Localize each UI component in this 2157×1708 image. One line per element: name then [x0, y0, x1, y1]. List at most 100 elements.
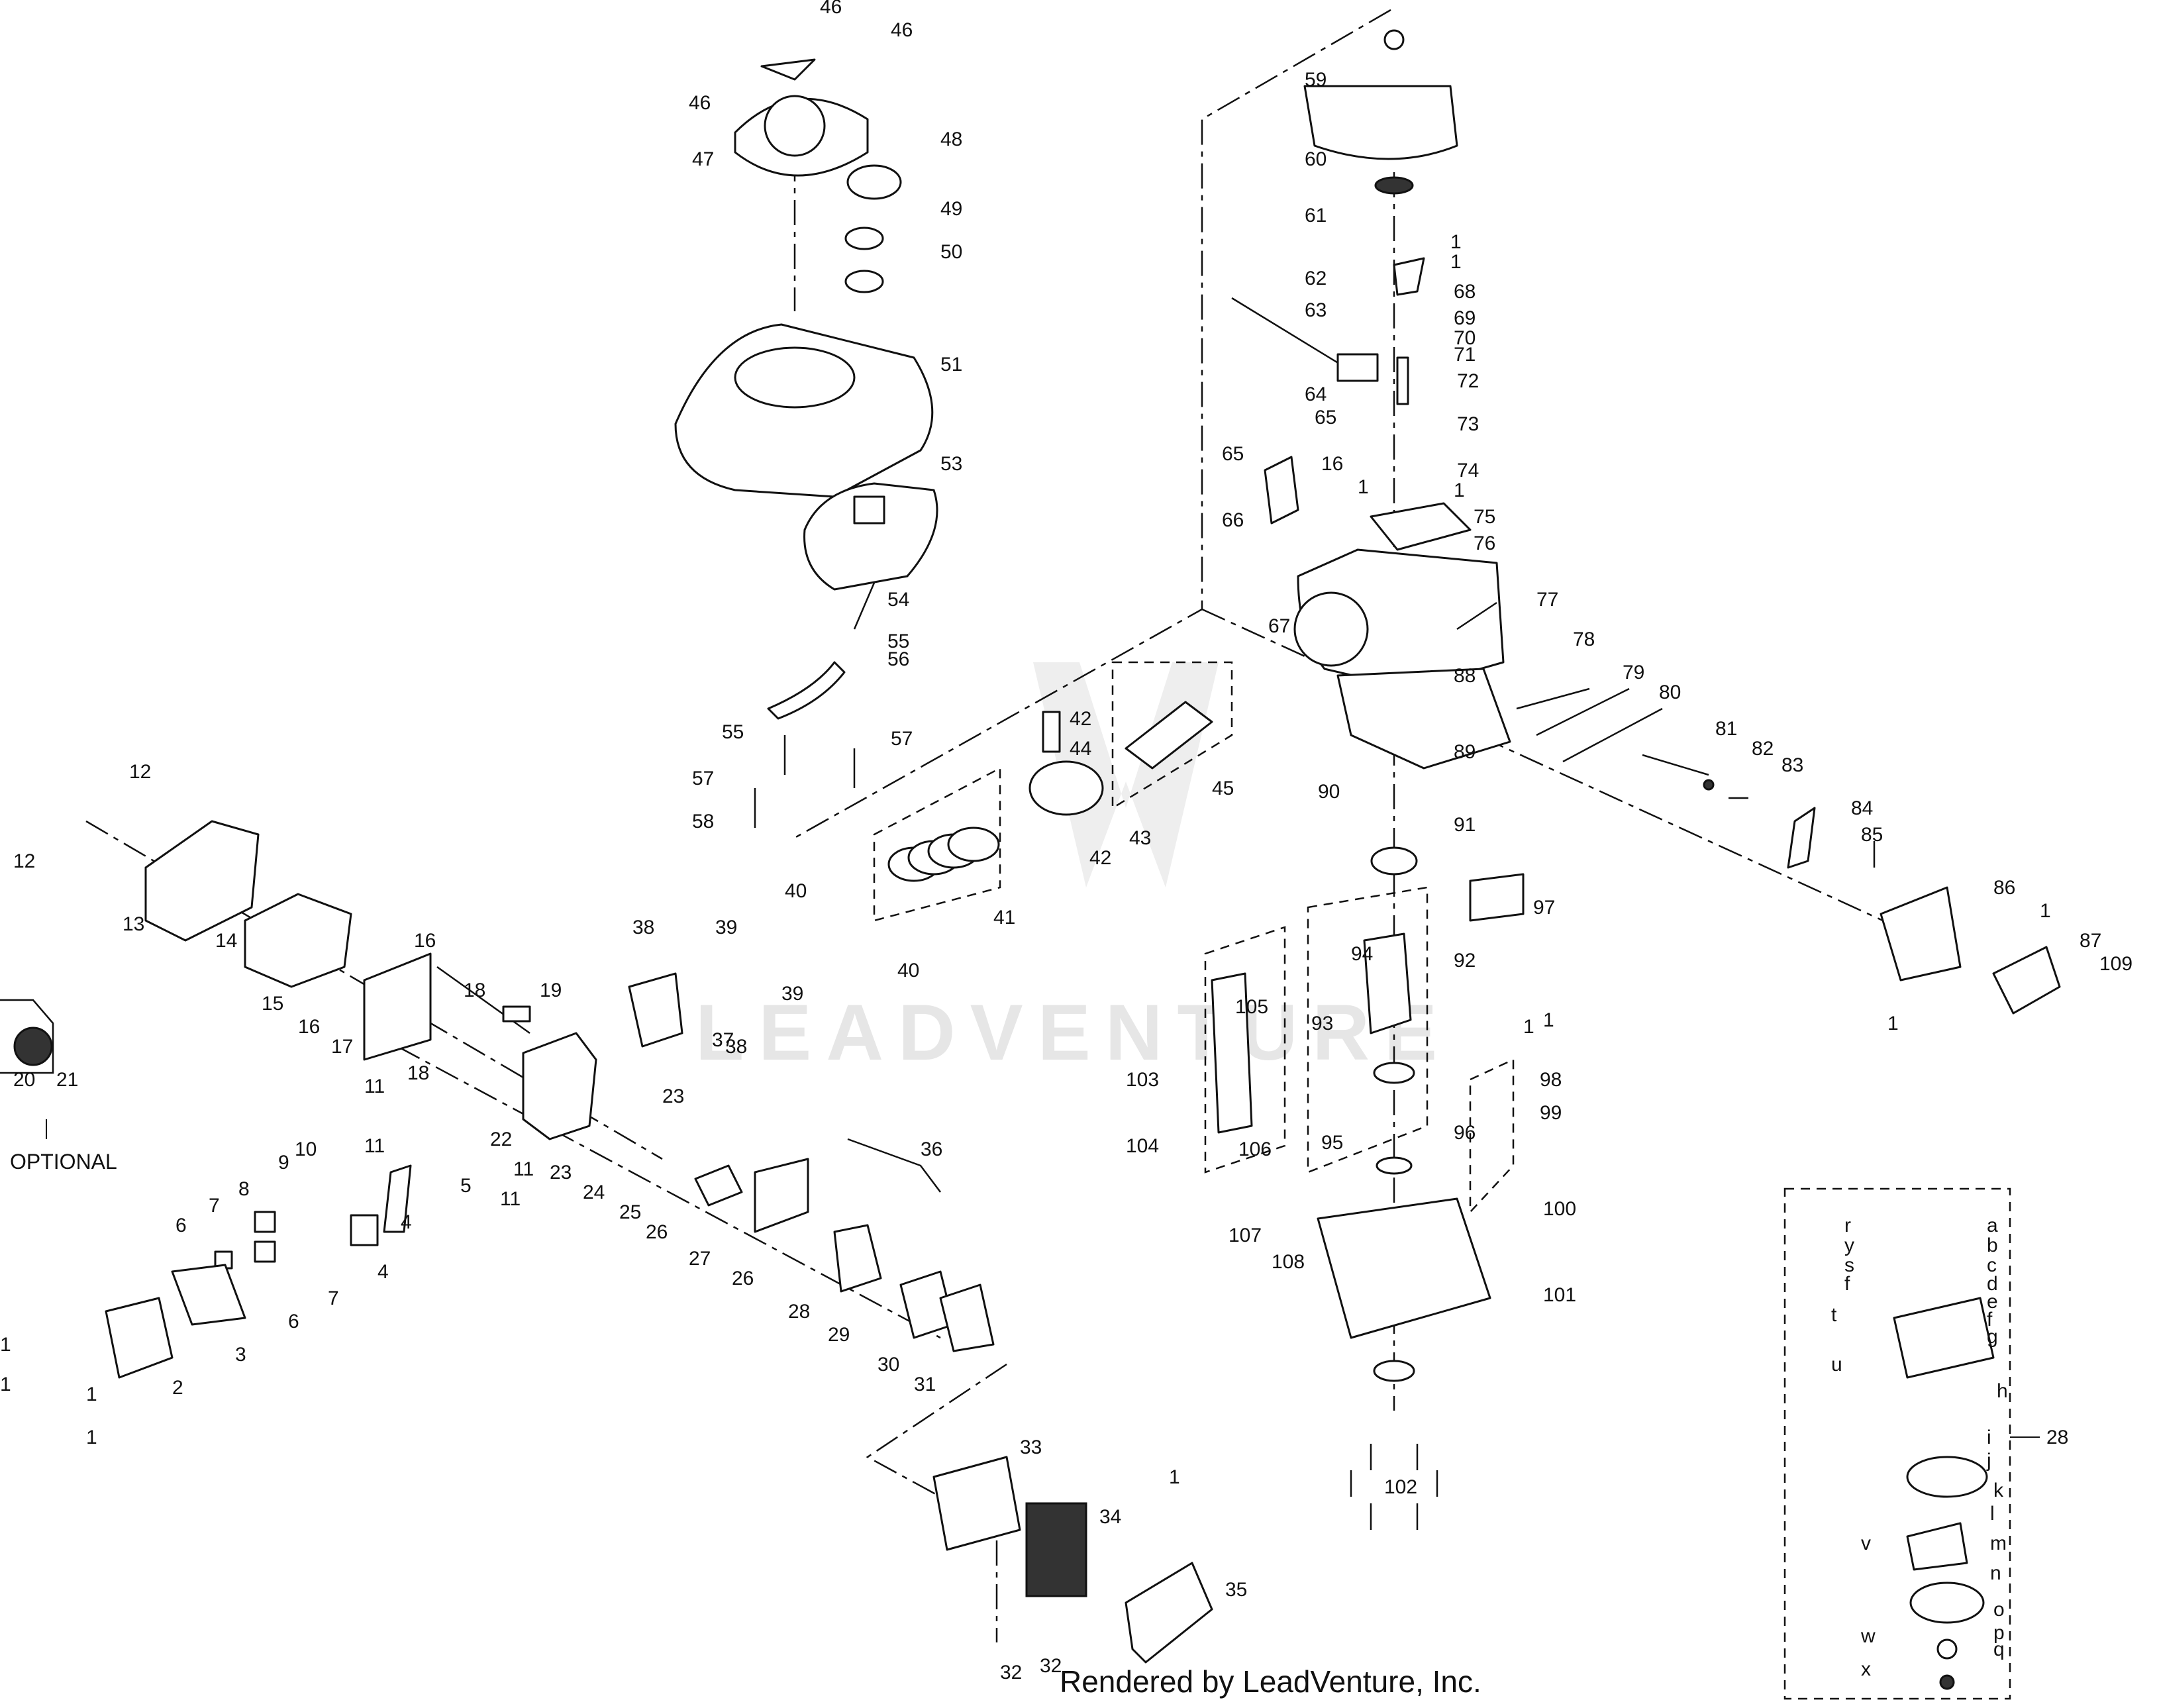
callout-80: 80: [1659, 681, 1681, 703]
callout-23b: 23: [550, 1162, 572, 1183]
throttle-link-80: [1562, 707, 1663, 763]
carburetor-detail-box: [1783, 1187, 2011, 1700]
callout-72: 72: [1457, 370, 1479, 392]
callout-74: 74: [1457, 460, 1479, 481]
crankshaft-box: [1307, 886, 1429, 1174]
callout-11a: 11: [364, 1076, 385, 1097]
starter-handle: [760, 58, 816, 81]
camshaft: [1469, 873, 1525, 922]
carburetor-main: [833, 1224, 882, 1293]
dipstick-tube: [1211, 972, 1253, 1134]
callout-92: 92: [1454, 950, 1476, 972]
callout-65b: 65: [1222, 443, 1244, 465]
connecting-rod-box: [1111, 661, 1233, 810]
callout-43: 43: [1129, 827, 1151, 849]
callout-39b: 39: [781, 983, 803, 1005]
fuel-tank-outlet: [853, 582, 876, 630]
governor-arm-plate: [1393, 257, 1425, 296]
flywheel-nut: [1383, 29, 1405, 50]
callout-57b: 57: [692, 768, 714, 789]
dipstick-box: [1204, 926, 1286, 1174]
starter-cup: [846, 164, 902, 200]
assembly-lines: [85, 9, 1898, 1642]
rocker-gasket: [171, 1264, 246, 1326]
callout-11b: 11: [364, 1135, 385, 1157]
callout-45: 45: [1212, 778, 1234, 799]
callout-78: 78: [1573, 628, 1595, 650]
callout-3: 3: [235, 1344, 246, 1366]
callout-39a: 39: [715, 917, 737, 938]
callout-40b: 40: [897, 960, 919, 981]
callout-100: 100: [1543, 1198, 1576, 1220]
callout-7a: 7: [209, 1195, 220, 1217]
callout-1c: 1: [1358, 476, 1369, 498]
callout-85: 85: [1861, 824, 1883, 846]
intake-spacer: [754, 1158, 809, 1233]
callout-46a: 46: [820, 0, 842, 18]
callout-38b: 38: [725, 1036, 747, 1058]
callout-b: b: [1987, 1234, 1998, 1256]
piston-ring-4: [947, 827, 1000, 862]
governor-lever-84: [1787, 807, 1816, 869]
bearing-91: [1370, 846, 1418, 876]
callout-6a: 6: [176, 1215, 187, 1236]
callout-26b: 26: [732, 1268, 754, 1289]
callout-48: 48: [940, 128, 962, 150]
callout-97: 97: [1533, 897, 1555, 919]
callout-68: 68: [1454, 281, 1476, 303]
callout-89: 89: [1454, 741, 1476, 763]
callout-84: 84: [1851, 797, 1873, 819]
seal-95: [1373, 1062, 1415, 1084]
callout-11c: 11: [513, 1158, 534, 1180]
callout-q: q: [1993, 1638, 2005, 1660]
piston: [1028, 760, 1104, 816]
callout-10: 10: [295, 1138, 317, 1160]
air-filter-elbow: [939, 1283, 995, 1352]
callout-90: 90: [1318, 781, 1340, 803]
starter-spring-ring: [844, 226, 884, 250]
rocker-arm: [350, 1214, 379, 1246]
callout-o: o: [1993, 1599, 2005, 1621]
callout-n: n: [1990, 1562, 2001, 1584]
governor-shaft-81: [1642, 754, 1709, 776]
callout-8: 8: [238, 1178, 250, 1200]
callout-1g: 1: [1543, 1009, 1554, 1031]
carb-detail-bolt-x: [1939, 1674, 1955, 1690]
callout-32b: 32: [1040, 1655, 1062, 1677]
callout-4a: 4: [401, 1211, 412, 1233]
carb-detail-gasket-k: [1906, 1456, 1988, 1498]
crankcase-guide-line: [794, 9, 1391, 839]
callout-42b: 42: [1089, 847, 1111, 869]
callout-p: p: [1993, 1622, 2005, 1644]
callout-15: 15: [262, 993, 283, 1015]
callout-24: 24: [583, 1181, 605, 1203]
callout-75: 75: [1474, 506, 1495, 528]
callout-87: 87: [2080, 930, 2101, 952]
air-filter-base: [932, 1456, 1021, 1551]
callout-23a: 23: [662, 1085, 684, 1107]
muffler-guard: [144, 820, 260, 942]
washer-82: [1703, 779, 1715, 791]
callout-79: 79: [1623, 662, 1644, 683]
optional-spark-arrestor: [13, 1027, 53, 1066]
callout-65a: 65: [1315, 407, 1336, 428]
cylinder-head: [522, 1032, 597, 1140]
governor-guide-line: [1201, 608, 1898, 929]
air-filter-cover: [1125, 1562, 1213, 1664]
callout-22: 22: [490, 1129, 512, 1150]
callout-104: 104: [1126, 1135, 1159, 1157]
callout-s: s: [1844, 1254, 1854, 1276]
callout-44: 44: [1070, 738, 1091, 760]
governor-gear-box: [1469, 1058, 1515, 1215]
callout-86: 86: [1993, 877, 2015, 899]
control-knob-87: [1992, 946, 2061, 1015]
callout-t: t: [1831, 1304, 1837, 1326]
callout-6b: 6: [288, 1311, 299, 1332]
callout-d: d: [1987, 1273, 1998, 1295]
bolts-102: [1350, 1444, 1438, 1530]
fuel-line: [767, 661, 846, 720]
throttle-link-79: [1536, 687, 1630, 736]
callout-1l: 1: [86, 1427, 97, 1448]
callout-69: 69: [1454, 307, 1476, 329]
